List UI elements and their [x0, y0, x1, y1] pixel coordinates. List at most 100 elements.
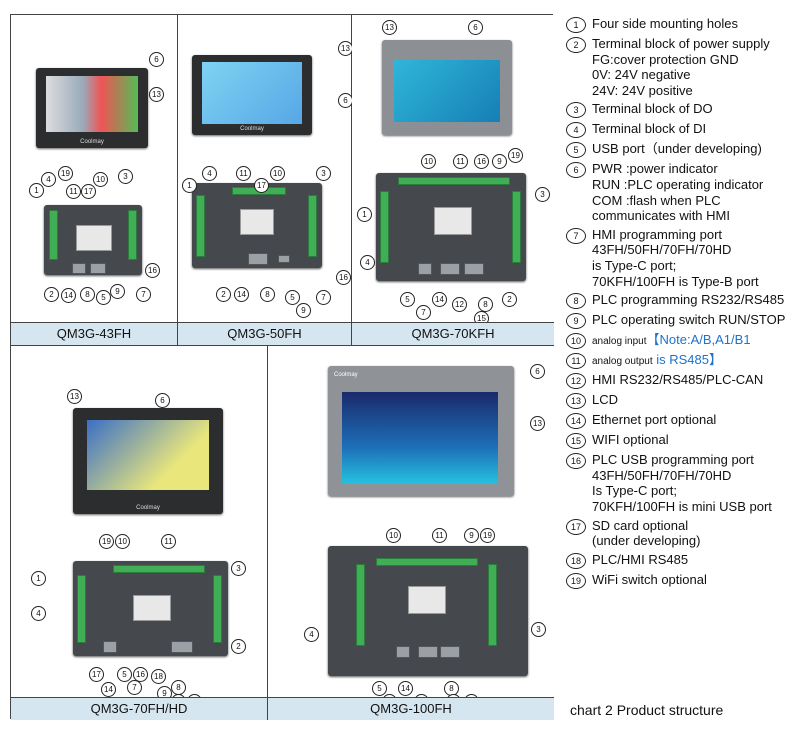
marker: 10 — [421, 154, 436, 169]
legend-number: 13 — [566, 393, 586, 410]
marker: 13 — [67, 389, 82, 404]
legend-number: 14 — [566, 413, 586, 430]
di-terminal — [196, 195, 205, 257]
brand-text: Coolmay — [334, 372, 358, 378]
marker: 2 — [44, 287, 59, 302]
legend-number: 10 — [566, 333, 586, 350]
lcd-screen — [202, 62, 302, 124]
marker: 5 — [285, 290, 300, 305]
rs232-port — [440, 263, 460, 275]
marker: 3 — [535, 187, 550, 202]
legend-item: 4 Terminal block of DI — [566, 121, 794, 139]
marker: 5 — [400, 292, 415, 307]
marker: 2 — [231, 639, 246, 654]
legend-text: HMI programming port 43FH/50FH/70FH/70HD… — [592, 226, 759, 289]
marker: 11 — [432, 528, 447, 543]
legend-text: analog input — [592, 336, 647, 348]
marker: 8 — [171, 680, 186, 695]
legend-text: PLC USB programming port 43FH/50FH/70FH/… — [592, 452, 772, 514]
marker: 1 — [29, 183, 44, 198]
legend-text: LCD — [592, 392, 619, 408]
lcd-screen — [342, 392, 498, 484]
di-terminal — [356, 564, 365, 646]
rs232-port — [248, 253, 268, 265]
rs232-port — [90, 263, 106, 274]
legend-item: 18 PLC/HMI RS485 — [566, 552, 794, 569]
legend-text: HMI RS232/RS485/PLC-CAN — [592, 372, 764, 388]
marker: 4 — [304, 627, 319, 642]
legend-text: Ethernet port optional — [592, 412, 717, 428]
legend-item: 17 SD card optional (under developing) — [566, 518, 794, 549]
marker: 7 — [136, 287, 151, 302]
legend-number: 17 — [566, 518, 586, 535]
legend-number: 5 — [566, 142, 586, 159]
legend-text: Terminal block of DI — [592, 121, 707, 137]
di-terminal — [49, 210, 58, 260]
cell-caption: QM3G-43FH — [11, 322, 177, 345]
marker: 9 — [296, 303, 311, 318]
usb-port — [278, 255, 290, 263]
cell-caption: QM3G-100FH — [268, 697, 554, 720]
marker: 11 — [161, 534, 176, 549]
marker: 3 — [316, 166, 331, 181]
marker: 6 — [155, 393, 170, 408]
product-label — [133, 595, 171, 621]
marker: 4 — [31, 606, 46, 621]
marker: 13 — [149, 87, 164, 102]
ethernet-port — [396, 646, 410, 658]
marker: 11 — [66, 184, 81, 199]
marker: 5 — [117, 667, 132, 682]
lcd-screen — [87, 420, 209, 490]
product-label — [408, 586, 446, 614]
legend-text: analog output — [592, 356, 653, 368]
marker: 8 — [478, 297, 493, 312]
analog-terminal — [113, 565, 205, 573]
product-label — [434, 207, 472, 235]
rs232-port — [418, 646, 438, 658]
cell-43fh: Coolmay 6 13 4 19 11 17 10 3 1 16 2 14 8… — [11, 15, 178, 346]
legend-text-wrap: analog input【Note:A/B,A1/B1 — [592, 332, 794, 349]
figure-caption: chart 2 Product structure — [570, 702, 724, 718]
product-label — [76, 225, 112, 251]
marker: 16 — [336, 270, 351, 285]
legend-text: SD card optional (under developing) — [592, 517, 701, 549]
legend-number: 18 — [566, 552, 586, 569]
analog-terminal — [376, 558, 478, 566]
marker: 13 — [382, 20, 397, 35]
back-panel — [73, 561, 228, 656]
legend-text: Terminal block of DO — [592, 101, 713, 117]
marker: 10 — [386, 528, 401, 543]
legend-number: 4 — [566, 122, 586, 139]
marker: 11 — [453, 154, 468, 169]
legend-item: 10 analog input【Note:A/B,A1/B1 — [566, 332, 794, 350]
legend-number: 9 — [566, 313, 586, 330]
marker: 11 — [236, 166, 251, 181]
lcd-screen — [46, 76, 138, 132]
front-panel — [382, 40, 512, 135]
back-panel — [192, 183, 322, 268]
do-terminal — [128, 210, 137, 260]
di-terminal — [77, 575, 86, 643]
marker: 2 — [502, 292, 517, 307]
back-panel — [44, 205, 142, 275]
legend-number: 19 — [566, 572, 586, 589]
product-label — [240, 209, 274, 235]
cell-caption: QM3G-50FH — [178, 322, 351, 345]
cell-70fh-hd: Coolmay 13 6 19 10 11 1 3 4 2 17 14 5 16… — [11, 346, 268, 720]
product-grid: Coolmay 6 13 4 19 11 17 10 3 1 16 2 14 8… — [10, 14, 554, 720]
legend-text: Four side mounting holes — [592, 16, 738, 31]
marker: 6 — [468, 20, 483, 35]
do-terminal — [213, 575, 222, 643]
marker: 3 — [118, 169, 133, 184]
cell-100fh: Coolmay 6 13 10 11 9 19 4 3 5 7 14 12 8 … — [268, 346, 554, 720]
legend-text: PLC/HMI RS485 — [592, 551, 689, 567]
front-panel: Coolmay — [73, 408, 223, 514]
